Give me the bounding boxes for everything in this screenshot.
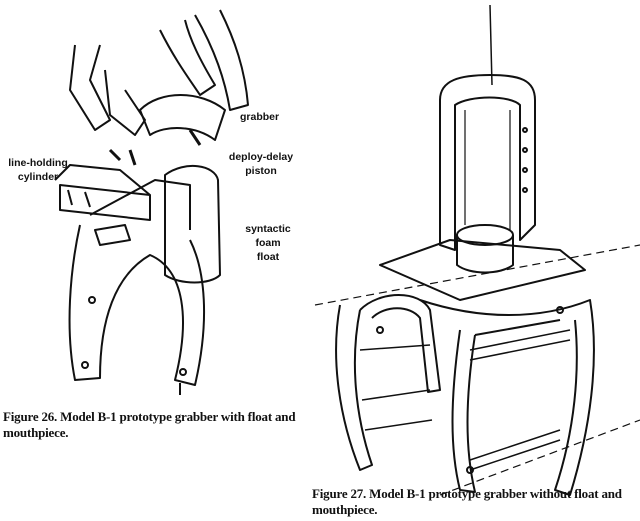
caption-line1: Figure 26. Model B-1 prototype grabber w… bbox=[3, 409, 296, 424]
label-line1: deploy-delay bbox=[228, 151, 294, 163]
caption-line2: mouthpiece. bbox=[312, 502, 378, 517]
label-deploy-delay-piston: deploy-delay piston bbox=[226, 150, 296, 178]
label-line2: foam bbox=[255, 237, 281, 249]
label-line2: piston bbox=[245, 165, 277, 177]
label-line2: cylinder bbox=[17, 171, 59, 183]
label-syntactic-foam-float: syntactic foam float bbox=[238, 222, 298, 264]
caption-line1: Figure 27. Model B-1 prototype grabber w… bbox=[312, 486, 622, 501]
label-grabber: grabber bbox=[240, 111, 280, 123]
label-line1: syntactic bbox=[245, 223, 291, 235]
label-line1: line-holding bbox=[8, 157, 68, 169]
figure-26-caption: Figure 26. Model B-1 prototype grabber w… bbox=[3, 409, 296, 441]
figure-27-caption: Figure 27. Model B-1 prototype grabber w… bbox=[312, 486, 622, 518]
caption-line2: mouthpiece. bbox=[3, 425, 69, 440]
figure-27-grabber-drawing bbox=[314, 4, 640, 496]
label-line-holding-cylinder: line-holding cylinder bbox=[2, 156, 74, 184]
label-line3: float bbox=[256, 251, 280, 263]
figure-26-grabber-drawing bbox=[54, 9, 249, 395]
